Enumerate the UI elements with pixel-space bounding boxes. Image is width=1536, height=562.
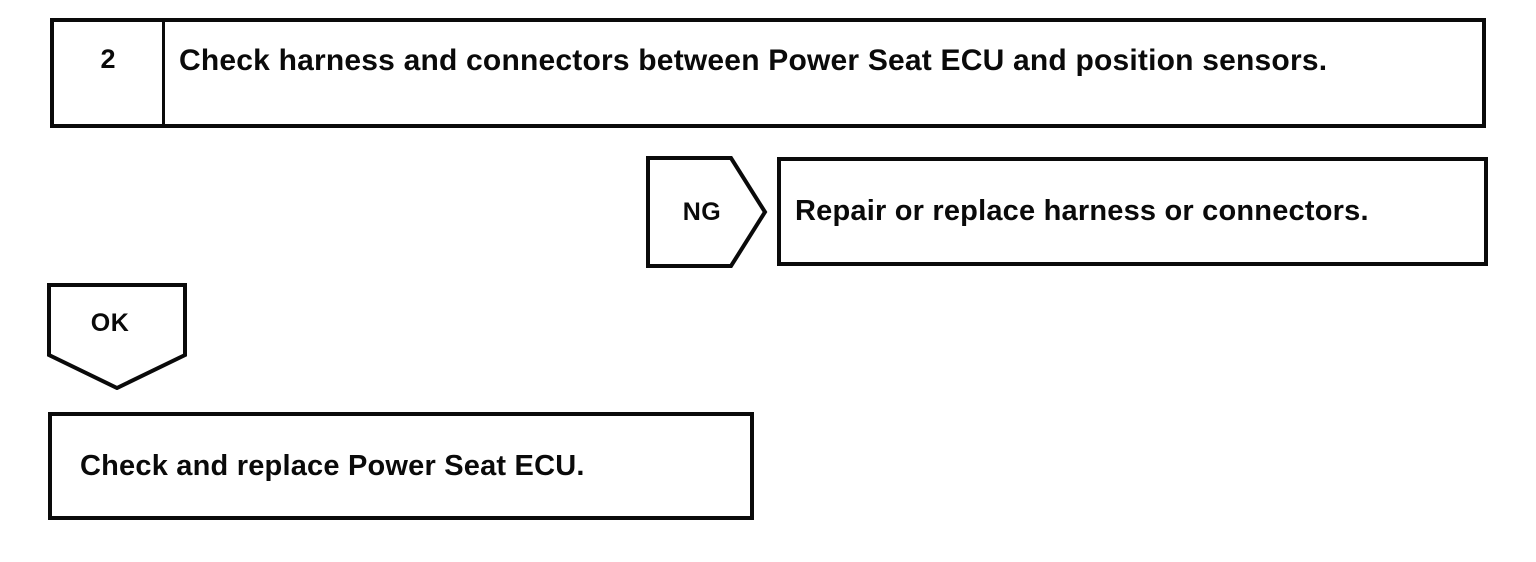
ok-connector-shape: OK bbox=[47, 283, 187, 390]
step-number: 2 bbox=[54, 22, 165, 124]
step-instruction: Check harness and connectors between Pow… bbox=[179, 44, 1328, 77]
ok-action-text: Check and replace Power Seat ECU. bbox=[80, 449, 585, 482]
right-arrow-pentagon-icon bbox=[646, 156, 768, 268]
ok-action-box: Check and replace Power Seat ECU. bbox=[48, 412, 754, 520]
step-box: 2 Check harness and connectors between P… bbox=[50, 18, 1486, 128]
down-arrow-pentagon-icon bbox=[47, 283, 187, 390]
ok-label: OK bbox=[90, 308, 130, 337]
ng-action-text: Repair or replace harness or connectors. bbox=[795, 195, 1369, 227]
ng-connector-shape: NG bbox=[646, 156, 768, 268]
ng-label: NG bbox=[682, 197, 722, 226]
ng-action-box: Repair or replace harness or connectors. bbox=[777, 157, 1488, 266]
